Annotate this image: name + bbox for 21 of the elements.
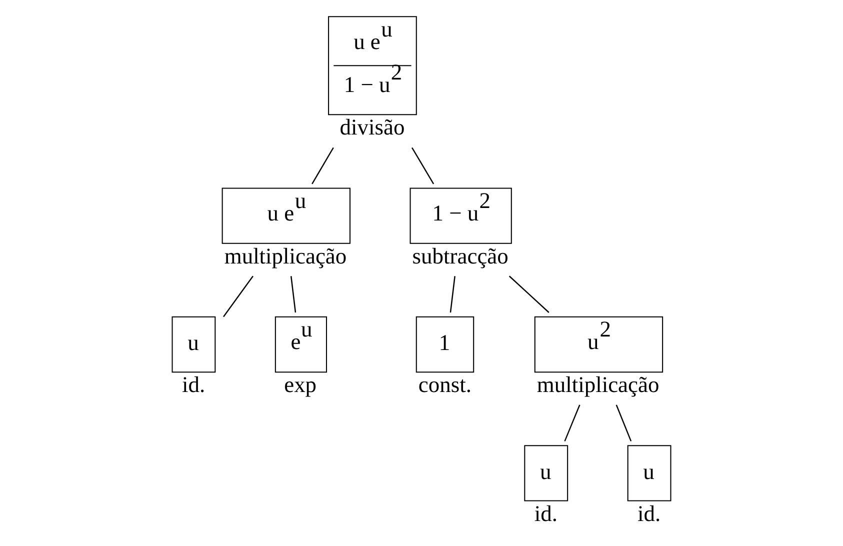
node-label: exp xyxy=(284,372,317,398)
connector xyxy=(290,276,296,313)
connector xyxy=(312,147,334,184)
node-box: u xyxy=(524,445,568,502)
connector xyxy=(508,276,550,313)
node-box: u xyxy=(172,316,216,373)
node-label: multiplicação xyxy=(224,243,347,268)
connector xyxy=(564,404,580,442)
node-box: u xyxy=(627,445,672,502)
node-label: divisão xyxy=(340,114,405,140)
node-label: multiplicação xyxy=(536,372,660,398)
node-label: subtracção xyxy=(412,243,508,268)
node-label: id. xyxy=(182,372,206,398)
connector xyxy=(450,276,456,313)
connector xyxy=(223,276,254,318)
connector xyxy=(412,147,434,184)
connector xyxy=(616,404,632,442)
node-box: 1 xyxy=(416,316,474,373)
node-label: id. xyxy=(534,500,558,526)
node-label: const. xyxy=(418,372,472,398)
node-label: id. xyxy=(638,500,661,526)
